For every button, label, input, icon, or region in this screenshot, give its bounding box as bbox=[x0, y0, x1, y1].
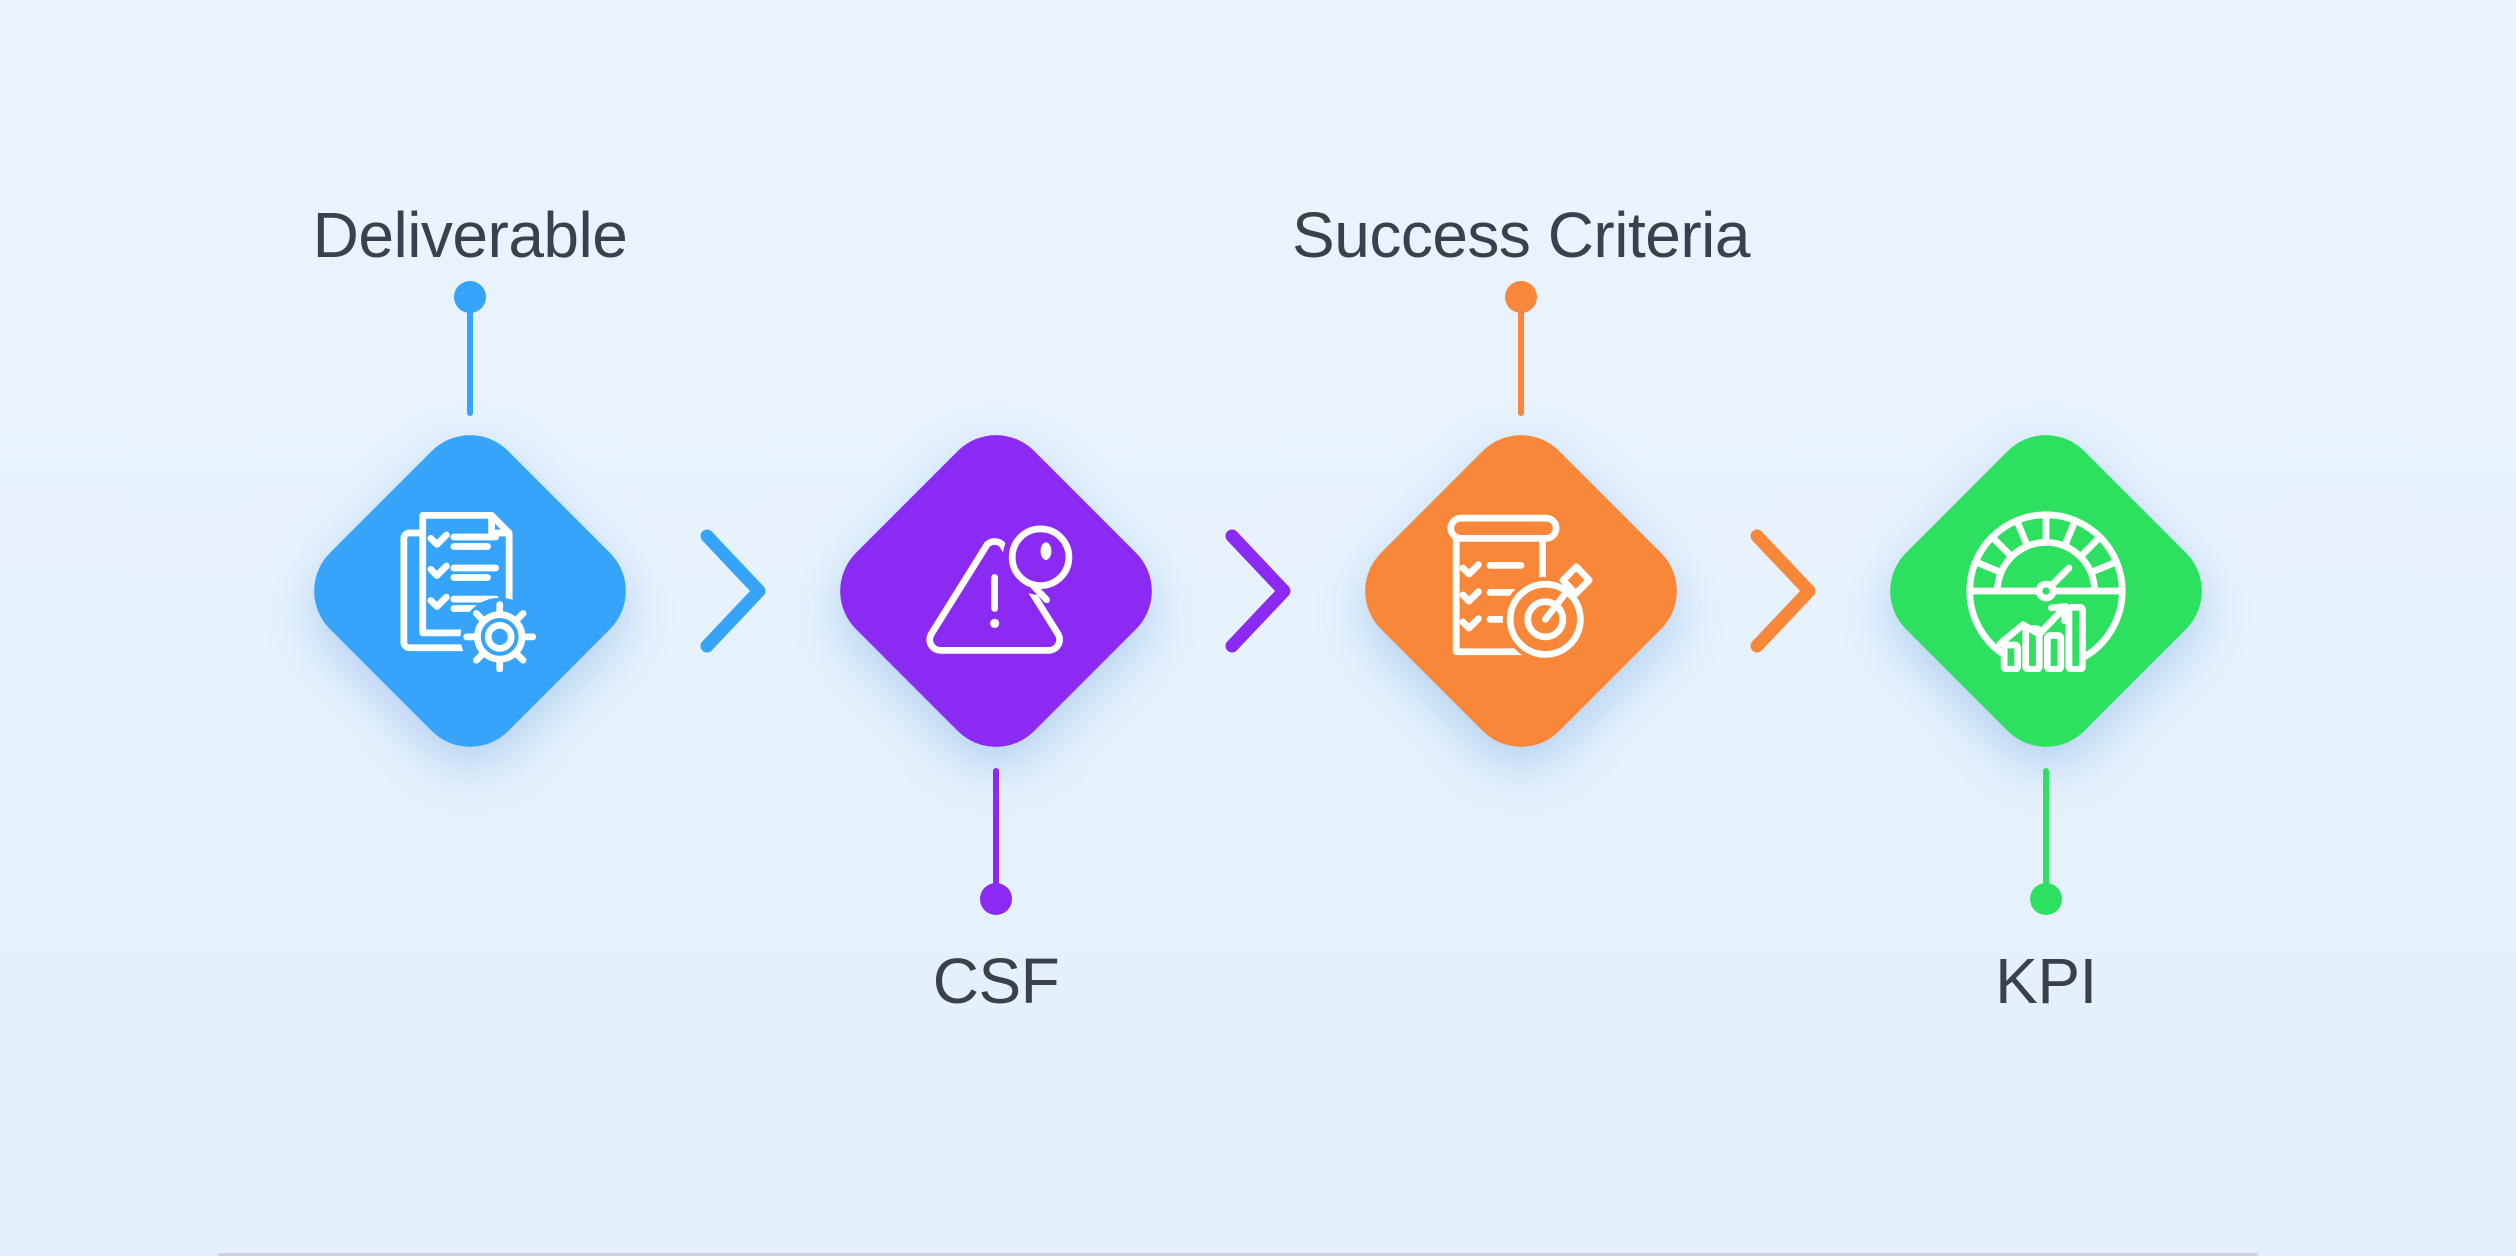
stage-label: KPI bbox=[1995, 945, 2097, 1017]
connector-dot bbox=[980, 883, 1012, 915]
gauge-bar-chart-icon bbox=[1966, 511, 2126, 672]
checklist-target-icon bbox=[1447, 514, 1593, 662]
arrow-chevron-icon bbox=[693, 521, 773, 661]
connector-line bbox=[993, 768, 999, 885]
diamond-shape bbox=[1867, 412, 2225, 770]
connector-line bbox=[1518, 306, 1524, 416]
connector-line bbox=[467, 306, 473, 416]
connector-dot bbox=[2030, 883, 2062, 915]
stage-csf: CSF bbox=[736, 0, 1256, 1256]
stage-label: Deliverable bbox=[312, 199, 628, 271]
diamond-shape bbox=[817, 412, 1175, 770]
diamond-shape bbox=[291, 412, 649, 770]
stage-label: Success Criteria bbox=[1292, 199, 1750, 271]
stage-success-criteria: Success Criteria bbox=[1261, 0, 1781, 1256]
connector-line bbox=[2043, 768, 2049, 885]
stage-deliverable: Deliverable bbox=[210, 0, 730, 1256]
checklist-gear-icon bbox=[400, 512, 539, 672]
arrow-chevron-icon bbox=[1218, 521, 1298, 661]
arrow-chevron-icon bbox=[1743, 521, 1823, 661]
stage-kpi: KPI bbox=[1786, 0, 2306, 1256]
diamond-shape bbox=[1342, 412, 1700, 770]
stage-label: CSF bbox=[932, 945, 1060, 1017]
warning-magnifier-icon bbox=[926, 519, 1077, 654]
bottom-divider bbox=[218, 1253, 2258, 1256]
